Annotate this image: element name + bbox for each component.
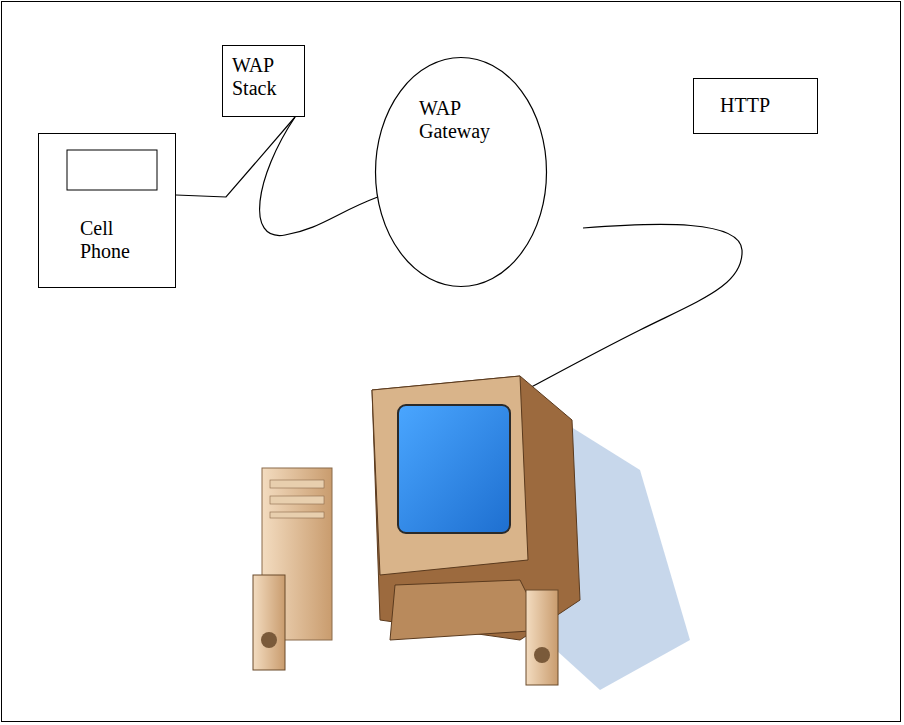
phone-screen (67, 150, 157, 190)
connector-line (260, 117, 378, 236)
connector-line (176, 117, 295, 197)
ellipse-outline (375, 57, 547, 287)
node-label: Cell Phone (80, 217, 142, 263)
phone-box: Cell Phone (38, 133, 176, 288)
gateway-ellipse: WAP Gateway (375, 57, 547, 287)
http-box: HTTP (693, 78, 818, 134)
stack-box: WAP Stack (222, 45, 305, 117)
http-wire (522, 224, 742, 392)
node-label: HTTP (720, 94, 810, 117)
node-label: WAP Stack (232, 54, 298, 100)
node-label: WAP Gateway (419, 97, 531, 143)
